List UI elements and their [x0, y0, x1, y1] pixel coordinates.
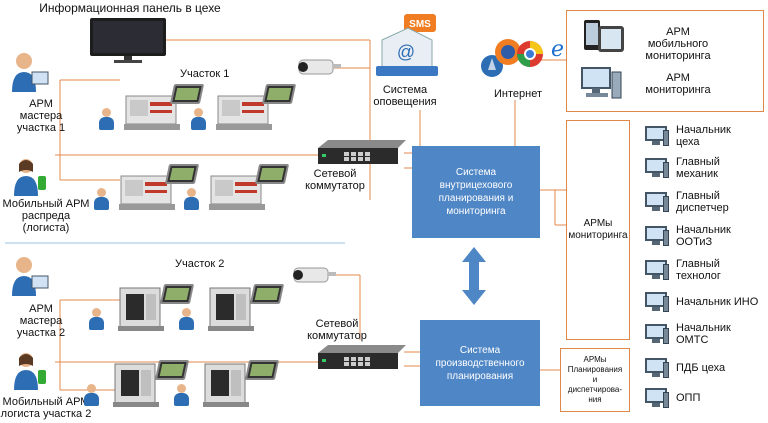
browser-icons: e [478, 34, 564, 84]
worker-icon [178, 308, 194, 330]
role-label: ПДБ цеха [676, 362, 726, 374]
logist-avatar-icon [12, 158, 46, 198]
desktop-pc-icon [643, 292, 671, 314]
notification-icon: SMS @ [376, 14, 438, 80]
terminal-tablet-icon [249, 284, 285, 304]
production-planning-box: Система производственного планирования [420, 320, 540, 406]
worker-icon [183, 188, 199, 210]
info-panel-label: Информационная панель в цехе [39, 1, 221, 15]
terminal-tablet-icon [254, 164, 290, 184]
desktop-pc-icon [643, 260, 671, 282]
terminal-tablet-icon [244, 360, 280, 380]
master-avatar-icon [10, 256, 49, 296]
master-avatar-icon [10, 52, 49, 92]
lathe-machine-icon [120, 86, 190, 132]
desktop-pc-icon [643, 192, 671, 214]
desktop-pc-icon [643, 126, 671, 148]
worker-icon [98, 108, 114, 130]
desktop-pc-icon [643, 388, 671, 410]
network-switch-icon [318, 140, 406, 164]
worker-icon [93, 188, 109, 210]
network-switch-icon [318, 345, 406, 369]
worker-icon [88, 308, 104, 330]
lathe-machine-icon [212, 86, 282, 132]
terminal-tablet-icon [164, 164, 200, 184]
worker-icon [190, 108, 206, 130]
terminal-tablet-icon [169, 84, 205, 104]
milling-machine-icon [105, 362, 175, 408]
internet-label: Интернет [494, 88, 542, 100]
logist-avatar-icon [12, 352, 46, 392]
desktop-pc-icon [580, 66, 624, 102]
sms-badge-text: SMS [409, 19, 431, 30]
desktop-pc-icon [643, 226, 671, 248]
svg-text:@: @ [397, 42, 415, 62]
terminal-tablet-icon [159, 284, 195, 304]
arm-monitoring-group-label: АРМы мониторинга [568, 218, 628, 241]
camera-icon [290, 260, 340, 290]
mobile-devices-icon [580, 18, 628, 58]
section-1-label: Участок 1 [180, 68, 230, 80]
lathe-machine-icon [205, 166, 275, 212]
terminal-tablet-icon [154, 360, 190, 380]
svg-text:e: e [551, 37, 564, 62]
worker-icon [83, 384, 99, 406]
tv-icon [88, 17, 168, 63]
camera-icon [295, 52, 345, 82]
section-2-label: Участок 2 [175, 258, 225, 270]
desktop-pc-icon [643, 158, 671, 180]
desktop-pc-icon [643, 324, 671, 346]
arm-monitoring-frame: АРМы мониторинга [566, 120, 630, 340]
desktop-pc-icon [643, 358, 671, 380]
role-label: Начальник ИНО [676, 296, 759, 308]
role-label: ОПП [676, 392, 701, 404]
monitoring-system-box: Система внутрицехового планирования и мо… [412, 146, 540, 238]
milling-machine-icon [110, 286, 180, 332]
milling-machine-icon [195, 362, 265, 408]
lathe-machine-icon [115, 166, 185, 212]
milling-machine-icon [200, 286, 270, 332]
worker-icon [173, 384, 189, 406]
terminal-tablet-icon [261, 84, 297, 104]
